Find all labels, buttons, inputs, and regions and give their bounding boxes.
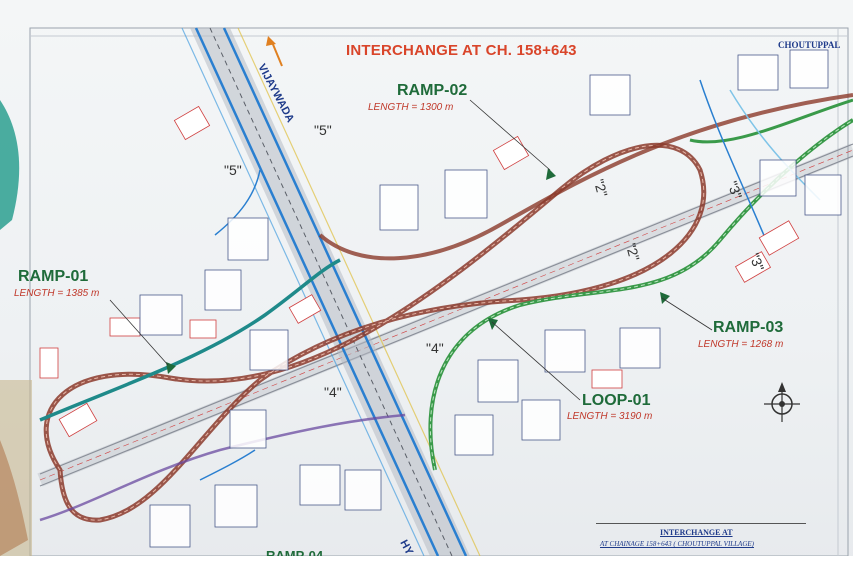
photo-bottom-edge xyxy=(0,556,853,567)
section-arrows xyxy=(166,168,670,374)
structure-hatch xyxy=(39,105,800,438)
data-tables xyxy=(139,49,842,548)
main-highway xyxy=(181,27,481,557)
ramp-02-name: RAMP-02 xyxy=(397,82,468,99)
title-block-line-1: INTERCHANGE AT xyxy=(660,528,733,537)
section-mark-5-left: "5" xyxy=(224,162,242,178)
ramp-01-name: RAMP-01 xyxy=(18,268,89,285)
loop-01-path xyxy=(43,93,853,523)
title-block: INTERCHANGE AT AT CHAINAGE 158+643 ( CHO… xyxy=(596,523,806,554)
crossing-road xyxy=(37,143,853,487)
ramp-teal-path xyxy=(39,258,406,522)
ramp-01-length: LENGTH = 1385 m xyxy=(14,288,100,299)
north-arrow-icon xyxy=(764,382,800,422)
section-mark-4-right: "4" xyxy=(426,340,444,356)
leader-lines xyxy=(109,99,713,401)
ramp-02-length: LENGTH = 1300 m xyxy=(368,102,454,113)
loop-01-name: LOOP-01 xyxy=(582,392,651,409)
section-mark-5-top: "5" xyxy=(314,122,332,138)
place-label-choutuppal: CHOUTUPPAL xyxy=(778,40,841,50)
section-mark-4-left: "4" xyxy=(324,384,342,400)
vijaywada-arrow-icon xyxy=(266,36,283,67)
ramp-03-name: RAMP-03 xyxy=(713,319,784,336)
loop-01-length: LENGTH = 3190 m xyxy=(567,411,653,422)
ramp-03-length: LENGTH = 1268 m xyxy=(698,339,784,350)
title-block-line-2: AT CHAINAGE 158+643 ( CHOUTUPPAL VILLAGE… xyxy=(600,540,754,548)
photo-edge-left xyxy=(0,100,32,556)
drawing-title: INTERCHANGE AT CH. 158+643 xyxy=(346,42,577,59)
